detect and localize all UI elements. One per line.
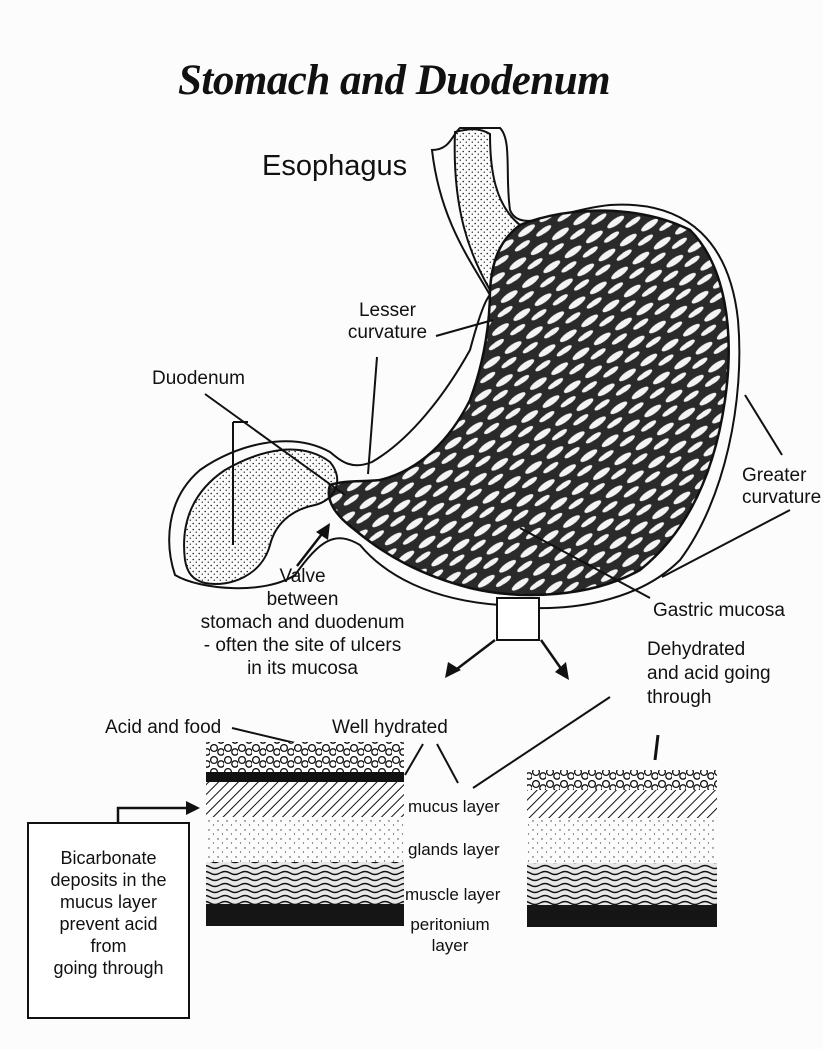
label-dehydrated: Dehydrated and acid going through	[647, 638, 771, 710]
label-mucus-layer: mucus layer	[408, 797, 500, 817]
tissue-block-healthy	[206, 742, 404, 926]
label-muscle-layer: muscle layer	[405, 885, 500, 905]
label-acid-and-food: Acid and food	[105, 717, 221, 739]
tissue-block-damaged	[527, 770, 717, 927]
label-duodenum: Duodenum	[152, 368, 245, 390]
label-valve: Valve between stomach and duodenum - oft…	[180, 565, 425, 680]
label-glands-layer: glands layer	[408, 840, 500, 860]
detail-square	[497, 598, 539, 640]
label-gastric-mucosa: Gastric mucosa	[653, 600, 785, 622]
label-greater-curvature: Greater curvature	[742, 465, 821, 509]
bicarbonate-note-box: Bicarbonate deposits in the mucus layer …	[27, 822, 190, 1019]
page-title: Stomach and Duodenum	[178, 56, 610, 105]
stomach-body	[329, 211, 729, 595]
bicarbonate-note-text: Bicarbonate deposits in the mucus layer …	[29, 824, 188, 979]
label-peritonium-layer: peritonium layer	[405, 914, 495, 956]
label-well-hydrated: Well hydrated	[332, 717, 448, 739]
label-esophagus: Esophagus	[262, 150, 407, 183]
label-lesser-curvature: Lesser curvature	[340, 300, 435, 344]
duodenum-shape	[184, 450, 337, 584]
